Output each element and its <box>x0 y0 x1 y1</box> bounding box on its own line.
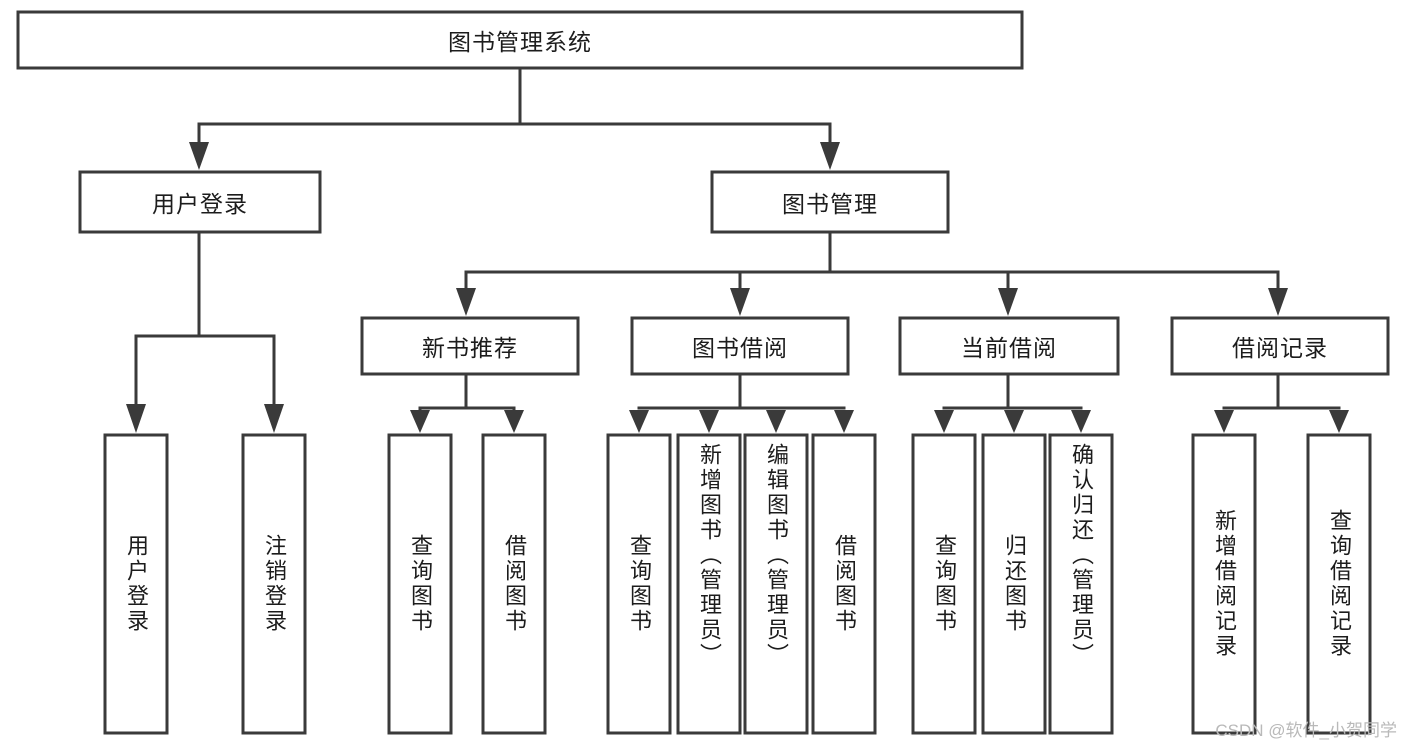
arrow-head-borrow-record <box>1268 288 1288 316</box>
node-box-leaf-query-book-current[interactable] <box>911 433 977 735</box>
arrow-head-book-management <box>820 142 840 170</box>
arrow-head-leaf-borrow-book <box>834 410 854 433</box>
arrow-head-leaf-query-book-current <box>934 410 954 433</box>
arrow-head-user-login <box>189 142 209 170</box>
node-box-leaf-edit-book-admin[interactable] <box>743 433 809 735</box>
node-box-leaf-query-borrow-record[interactable] <box>1306 433 1372 735</box>
node-box-root[interactable] <box>16 10 1024 70</box>
arrow-head-leaf-return-book <box>1004 410 1024 433</box>
connector-borrow-record-to-leaves <box>1214 372 1349 433</box>
arrow-head-leaf-logout <box>264 404 284 433</box>
arrow-head-leaf-edit-book-admin <box>766 410 786 433</box>
connector-root-to-level1 <box>189 66 840 170</box>
arrow-head-new-book-recommend <box>456 288 476 316</box>
connector-new-book-to-leaves <box>410 372 524 433</box>
node-box-leaf-borrow-book[interactable] <box>811 433 877 735</box>
node-box-book-borrow[interactable] <box>630 316 850 376</box>
node-box-leaf-query-book-borrow[interactable] <box>606 433 672 735</box>
node-box-new-book-recommend[interactable] <box>360 316 580 376</box>
node-box-borrow-record[interactable] <box>1170 316 1390 376</box>
arrow-head-leaf-borrow-book-rec <box>504 410 524 433</box>
connector-book-borrow-to-leaves <box>629 372 854 433</box>
arrow-head-leaf-query-book-borrow <box>629 410 649 433</box>
connector-book-management-to-level2 <box>456 230 1288 316</box>
node-box-current-borrow[interactable] <box>898 316 1120 376</box>
arrow-head-leaf-query-book-rec <box>410 410 430 433</box>
node-box-leaf-query-book-rec[interactable] <box>387 433 453 735</box>
arrow-head-leaf-add-book-admin <box>699 410 719 433</box>
node-box-leaf-add-book-admin[interactable] <box>676 433 742 735</box>
node-box-leaf-confirm-return-admin[interactable] <box>1048 433 1114 735</box>
node-box-leaf-borrow-book-rec[interactable] <box>481 433 547 735</box>
arrow-head-leaf-user-login <box>126 404 146 433</box>
node-box-leaf-add-borrow-record[interactable] <box>1191 433 1257 735</box>
arrow-head-book-borrow <box>730 288 750 316</box>
arrow-head-leaf-confirm-return-admin <box>1071 410 1091 433</box>
node-box-leaf-return-book[interactable] <box>981 433 1047 735</box>
node-box-leaf-user-login[interactable] <box>103 433 169 735</box>
arrow-head-leaf-query-borrow-record <box>1329 410 1349 433</box>
arrow-head-leaf-add-borrow-record <box>1214 410 1234 433</box>
node-box-leaf-logout[interactable] <box>241 433 307 735</box>
connector-current-borrow-to-leaves <box>934 372 1091 433</box>
connector-user-login-to-leaves <box>126 230 284 433</box>
node-box-user-login[interactable] <box>78 170 322 234</box>
arrow-head-current-borrow <box>998 288 1018 316</box>
node-box-book-management[interactable] <box>710 170 950 234</box>
